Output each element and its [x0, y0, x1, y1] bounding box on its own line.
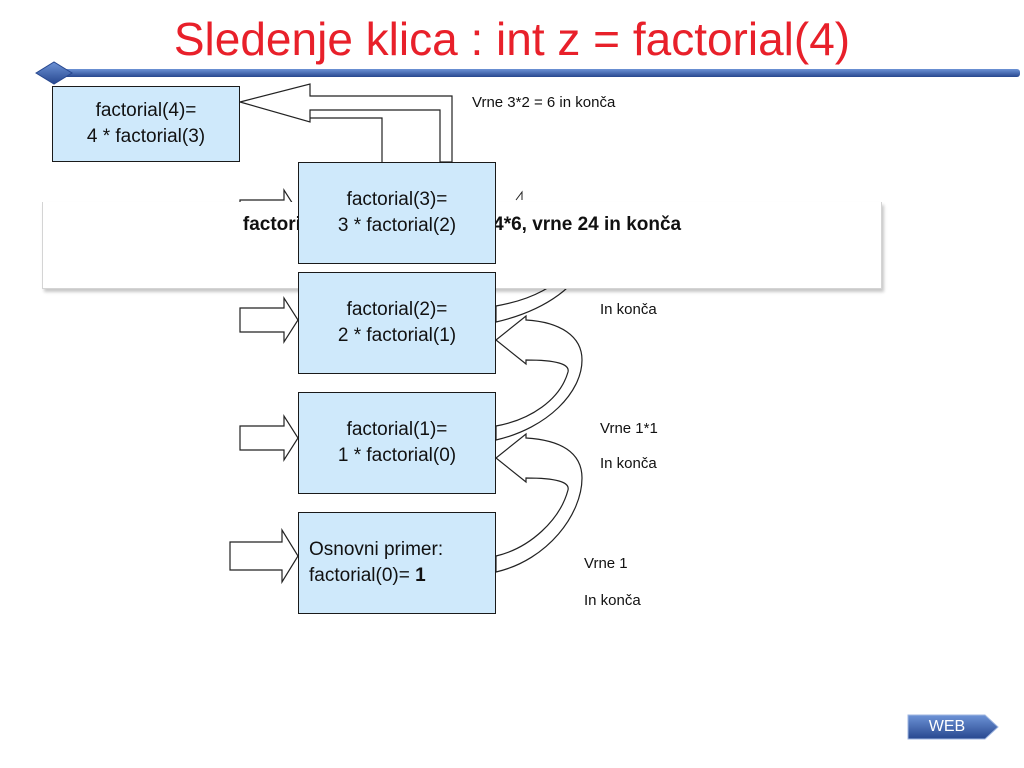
return-arrow-to-factorial4	[237, 83, 453, 163]
call-box-factorial4: factorial(4)= 4 * factorial(3)	[52, 86, 240, 162]
label-ends-1: In konča	[600, 455, 657, 472]
call-connector-factorial4	[310, 117, 383, 162]
call-arrow-base-case	[229, 527, 299, 585]
call-box-line: factorial(0)= 1	[309, 563, 495, 589]
call-box-line: Osnovni primer:	[309, 539, 444, 560]
call-box-line-bold: 1	[415, 565, 426, 586]
call-arrow-factorial2	[239, 295, 299, 345]
call-box-line: 3 * factorial(2)	[337, 215, 457, 236]
slide-title: Sledenje klica : int z = factorial(4)	[173, 13, 851, 65]
label-return-3: Vrne 3*2 = 6 in konča	[472, 94, 616, 111]
return-curve-from-base-case	[495, 432, 583, 573]
call-box-factorial1: factorial(1)= 1 * factorial(0)	[298, 392, 496, 494]
label-return-0: Vrne 1	[584, 555, 628, 572]
call-box-line: factorial(3)=	[346, 189, 448, 210]
call-arrow-factorial1	[239, 413, 299, 463]
label-ends-0: In konča	[584, 592, 641, 609]
call-box-line: 2 * factorial(1)	[337, 325, 457, 346]
label-ends-2: In konča	[600, 301, 657, 318]
call-box-line-prefix: factorial(0)=	[309, 565, 416, 586]
call-box-line: 1 * factorial(0)	[337, 445, 457, 466]
call-box-line: factorial(2)=	[346, 299, 448, 320]
call-box-factorial2: factorial(2)= 2 * factorial(1)	[298, 272, 496, 374]
call-box-base-case: Osnovni primer: factorial(0)= 1	[298, 512, 496, 614]
call-box-factorial3: factorial(3)= 3 * factorial(2)	[298, 162, 496, 264]
return-curve-from-factorial1	[495, 314, 583, 441]
web-button-shape[interactable]	[907, 714, 999, 740]
call-box-line: 4 * factorial(3)	[86, 126, 206, 147]
web-button-label[interactable]: WEB	[928, 718, 966, 735]
label-return-1: Vrne 1*1	[600, 420, 658, 437]
title-underline-bar	[35, 61, 1020, 85]
call-box-line: factorial(4)=	[95, 100, 197, 121]
partial-arrow-tip	[515, 190, 523, 201]
call-box-line: factorial(1)=	[346, 419, 448, 440]
